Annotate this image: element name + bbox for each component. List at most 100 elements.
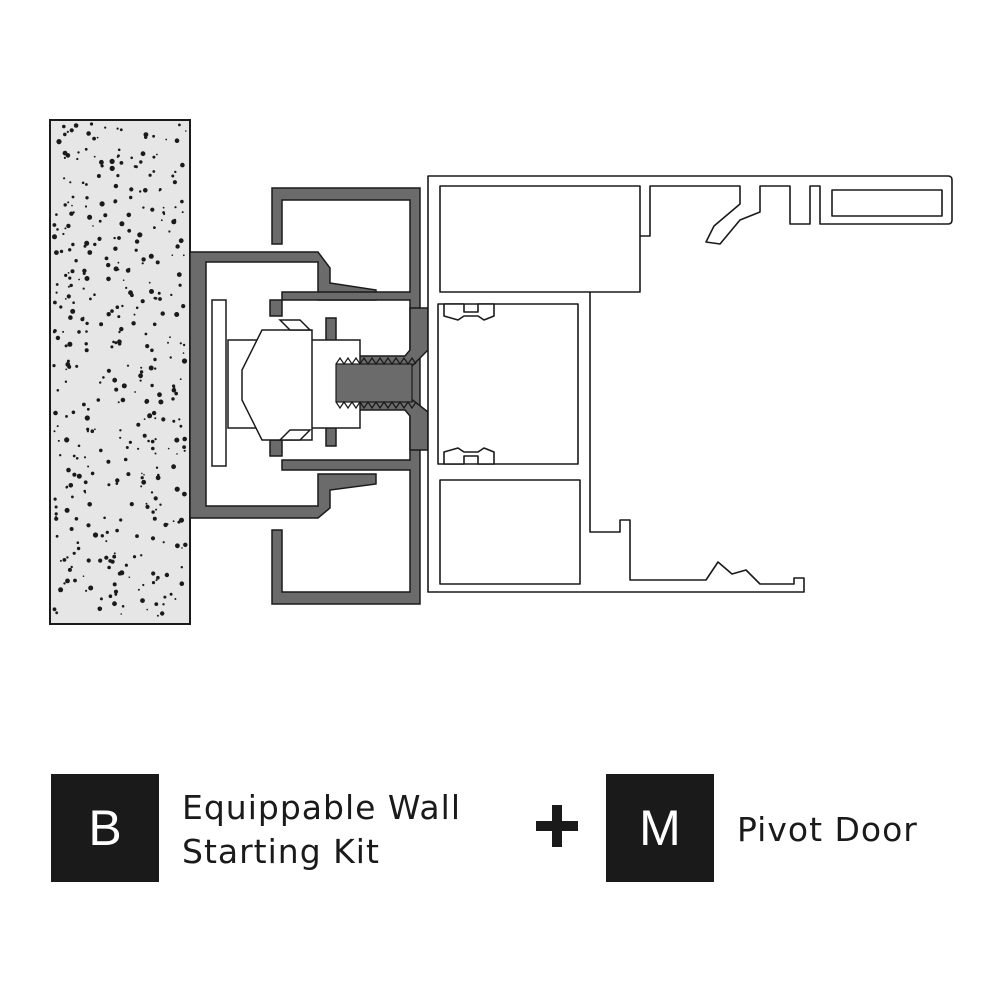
wall-texture-dot: [69, 527, 74, 531]
wall-texture-dot: [92, 225, 94, 227]
wall-texture-dot: [152, 516, 157, 521]
wall-texture-dot: [87, 502, 92, 507]
wall-texture-dot: [125, 446, 129, 449]
wall-texture-dot: [183, 542, 188, 547]
wall-texture-dot: [160, 311, 165, 316]
wall-texture-dot: [169, 592, 173, 596]
wall-texture-dot: [175, 244, 180, 249]
wall-texture-dot: [172, 419, 176, 423]
wall-texture-dot: [86, 407, 90, 411]
wall-texture-dot: [130, 156, 133, 160]
wall-texture-dot: [127, 228, 132, 233]
wall-texture-dot: [64, 344, 68, 348]
wall-texture-dot: [75, 364, 79, 368]
wall-texture-dot: [106, 312, 111, 317]
wall-texture-dot: [119, 429, 122, 432]
wall-texture-dot: [93, 242, 97, 247]
wall-texture-dot: [85, 589, 88, 592]
wall-texture-dot: [174, 391, 178, 396]
wall-texture-dot: [140, 151, 146, 157]
door-profile: [427, 175, 953, 593]
wall-texture-dot: [181, 304, 186, 309]
wall-texture-dot: [53, 300, 57, 305]
wall-texture-dot: [83, 456, 87, 459]
wall-texture-dot: [66, 223, 71, 229]
wall-texture-dot: [84, 205, 88, 208]
wall-texture-dot: [140, 366, 143, 369]
wall-texture-dot: [179, 424, 183, 428]
wall-texture-dot: [90, 429, 95, 434]
wall-texture-dot: [163, 595, 167, 599]
wall-texture-dot: [68, 276, 72, 280]
wall-texture-dot: [67, 567, 72, 572]
wall-texture-dot: [82, 575, 85, 577]
wall-section: [49, 119, 191, 625]
wall-texture-dot: [99, 159, 104, 165]
wall-texture-dot: [119, 518, 123, 522]
wall-texture-dot: [106, 262, 111, 268]
wall-texture-dot: [154, 438, 157, 441]
wall-texture-dot: [93, 155, 96, 158]
wall-texture-dot: [84, 147, 88, 151]
wall-texture-dot: [62, 150, 68, 156]
wall-texture-dot: [152, 170, 156, 173]
wall-texture-dot: [96, 398, 101, 402]
wall-texture-dot: [153, 226, 156, 230]
wall-texture-dot: [113, 266, 119, 272]
wall-texture-dot: [132, 555, 137, 559]
wall-texture-dot: [67, 285, 70, 288]
wall-texture-dot: [181, 211, 184, 214]
wall-texture-dot: [143, 188, 148, 193]
wall-texture-dot: [135, 534, 139, 538]
wall-texture-dot: [142, 583, 145, 587]
wall-texture-dot: [82, 316, 85, 319]
wall-texture-dot: [113, 552, 116, 555]
wall-texture-dot: [185, 130, 187, 132]
wall-texture-dot: [119, 326, 124, 332]
component-name-b-line2: Starting Kit: [182, 832, 380, 871]
wall-texture-dot: [56, 425, 59, 428]
wall-texture-dot: [143, 474, 145, 476]
wall-texture-dot: [55, 335, 61, 341]
wall-texture-dot: [55, 611, 59, 615]
wall-texture-dot: [148, 281, 151, 284]
wall-texture-dot: [121, 605, 125, 608]
wall-texture-dot: [55, 534, 59, 538]
wall-texture-dot: [150, 536, 156, 541]
wall-texture-dot: [104, 126, 107, 129]
wall-texture-dot: [156, 614, 159, 617]
wall-texture-dot: [115, 305, 120, 310]
wall-texture-dot: [105, 540, 108, 543]
wall-texture-dot: [117, 261, 120, 264]
wall-texture-dot: [66, 294, 71, 299]
wall-texture-dot: [82, 287, 85, 290]
wall-texture-dot: [113, 236, 116, 240]
wall-texture-dot: [72, 211, 75, 214]
wall-texture-dot: [117, 268, 120, 271]
wall-texture-dot: [141, 262, 144, 265]
wall-texture-dot: [156, 153, 158, 156]
wall-texture-dot: [71, 204, 73, 207]
wall-texture-dot: [54, 516, 59, 521]
wall-texture-dot: [119, 128, 123, 132]
wall-texture-dot: [87, 465, 90, 468]
wall-texture-dot: [72, 301, 75, 305]
wall-texture-dot: [162, 206, 165, 209]
wall-texture-dot: [121, 383, 127, 389]
wall-texture-dot: [63, 203, 67, 207]
wall-texture-dot: [92, 136, 96, 141]
wall-texture-dot: [53, 497, 57, 501]
wall-texture-dot: [117, 148, 121, 152]
wall-texture-dot: [97, 236, 102, 241]
wall-texture-dot: [147, 439, 150, 443]
wall-texture-dot: [85, 196, 89, 200]
wall-texture-dot: [106, 276, 111, 282]
wall-texture-dot: [119, 436, 122, 439]
wall-texture-dot: [128, 290, 133, 296]
component-badge-b: B: [51, 774, 159, 882]
wall-texture-dot: [161, 417, 166, 422]
wall-texture-dot: [179, 517, 184, 523]
wall-texture-dot: [150, 207, 155, 212]
wall-texture-dot: [168, 230, 171, 233]
wall-texture-dot: [52, 607, 57, 612]
